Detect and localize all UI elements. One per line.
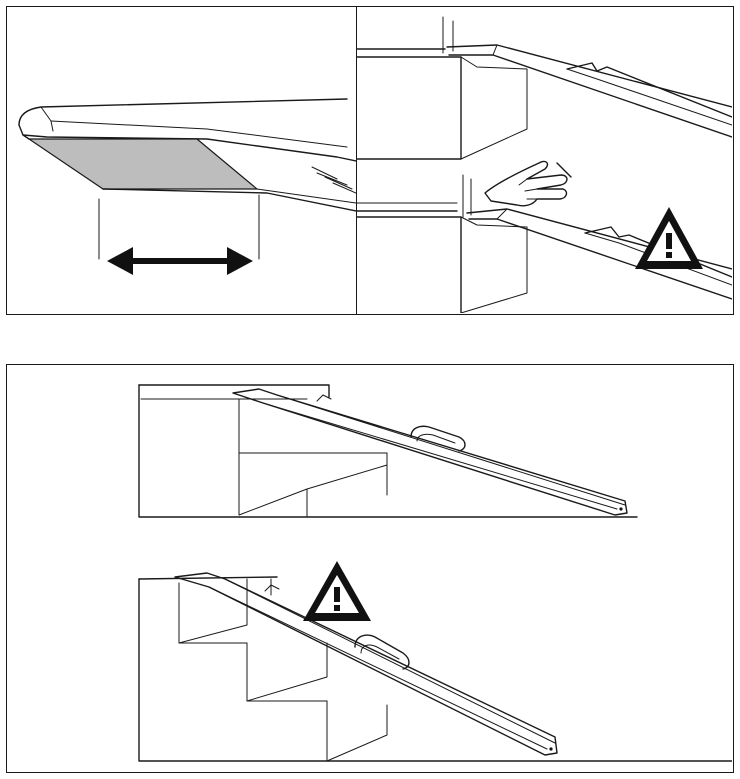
- ramp: [232, 388, 628, 516]
- panel-ramp-on-stairs: [6, 364, 734, 773]
- lower-step: [357, 174, 528, 313]
- ramp: [174, 572, 558, 756]
- floor-line: [138, 384, 638, 518]
- warning-icon: [303, 561, 371, 621]
- ramp-end-illustration: [18, 98, 356, 275]
- floor-line: [138, 578, 732, 762]
- panel-surface-width: [6, 6, 358, 315]
- stairs-illustration: [138, 384, 732, 762]
- stairs-scene-warning: [138, 561, 732, 762]
- ramp-hook-illustration: [357, 16, 732, 313]
- ramp-handle: [354, 634, 410, 670]
- double-arrow-icon: [107, 247, 253, 275]
- upper-step: [357, 16, 528, 160]
- grip-surface: [27, 138, 259, 190]
- upper-ramp: [446, 44, 732, 138]
- panel-ramp-hook-check: [356, 6, 734, 315]
- ramp-handle: [410, 425, 466, 452]
- ramp-top-edge: [18, 98, 348, 126]
- pointing-hand-icon: [484, 160, 572, 207]
- warning-icon: [635, 207, 703, 269]
- stairs-scene-correct: [138, 384, 638, 518]
